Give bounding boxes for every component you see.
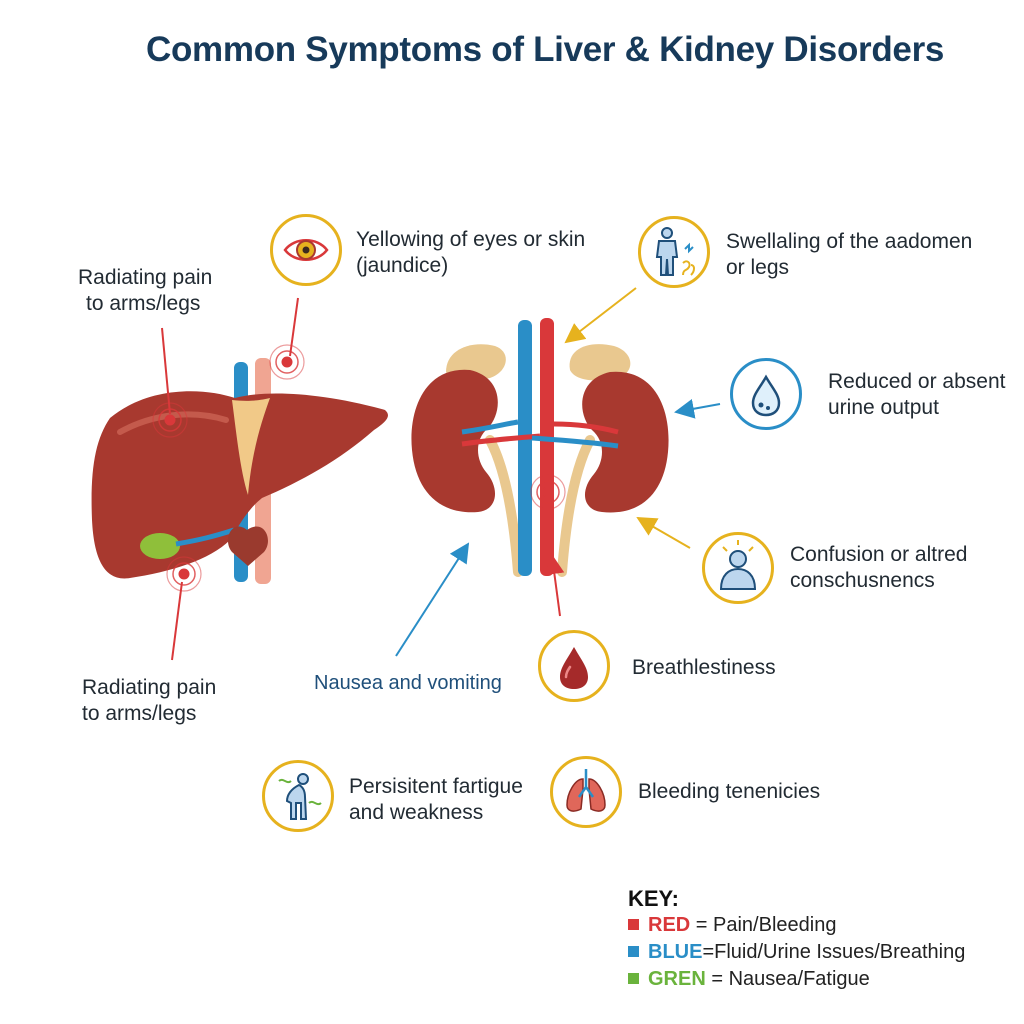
legend-row-red: RED = Pain/Bleeding	[628, 912, 965, 939]
legend: KEY: RED = Pain/Bleeding BLUE=Fluid/Urin…	[628, 886, 965, 993]
confusion-badge	[702, 532, 774, 604]
label-pain-top: Radiating pain to arms/legs	[78, 266, 213, 315]
page-title: Common Symptoms of Liver & Kidney Disord…	[146, 30, 945, 69]
swelling-badge	[638, 216, 710, 288]
arrow-breath	[544, 554, 565, 617]
pain-ring-gallbladder	[166, 556, 202, 592]
legend-title: KEY:	[628, 886, 679, 911]
eye-icon	[283, 239, 329, 261]
legend-swatch-green	[628, 973, 639, 984]
arrow-confusion	[636, 517, 691, 549]
lungs-badge	[550, 756, 622, 828]
label-nausea: Nausea and vomiting	[314, 672, 502, 694]
label-fatigue: Persisitent fartigue and weakness	[349, 775, 523, 824]
kidneys	[411, 318, 669, 577]
label-swelling: Swellaling of the aadomen or legs	[726, 230, 973, 279]
lungs-icon	[566, 769, 606, 812]
pain-ring-vessel	[269, 344, 305, 380]
head-confusion-icon	[719, 540, 757, 590]
blood-badge	[538, 630, 610, 702]
legend-row-green: GREN = Nausea/Fatigue	[628, 966, 965, 993]
connector-pain-top	[161, 327, 171, 415]
liver	[91, 391, 388, 579]
label-bleeding: Bleeding tenenicies	[638, 780, 821, 803]
blood-drop-icon	[560, 647, 588, 689]
arrow-swelling	[564, 287, 637, 344]
connector-pain-bottom	[171, 581, 183, 661]
fatigue-person-icon	[278, 773, 322, 820]
pain-ring-kidney	[530, 474, 566, 510]
arrow-urine	[674, 398, 721, 419]
body-swelling-icon	[655, 227, 695, 276]
label-urine: Reduced or absent urine output	[828, 370, 1006, 419]
legend-swatch-blue	[628, 946, 639, 957]
legend-row-blue: BLUE=Fluid/Urine Issues/Breathing	[628, 939, 965, 966]
fatigue-badge	[262, 760, 334, 832]
arrow-nausea	[395, 542, 470, 657]
label-confusion: Confusion or altred conschusnencs	[790, 543, 968, 592]
urine-badge	[730, 358, 802, 430]
water-drop-icon	[751, 374, 781, 417]
legend-swatch-red	[628, 919, 639, 930]
eye-badge	[270, 214, 342, 286]
label-breath: Breathlestiness	[632, 656, 776, 679]
label-jaundice: Yellowing of eyes or skin (jaundice)	[356, 228, 586, 277]
label-pain-bottom: Radiating pain to arms/legs	[82, 676, 217, 725]
connector-jaundice	[289, 297, 299, 357]
